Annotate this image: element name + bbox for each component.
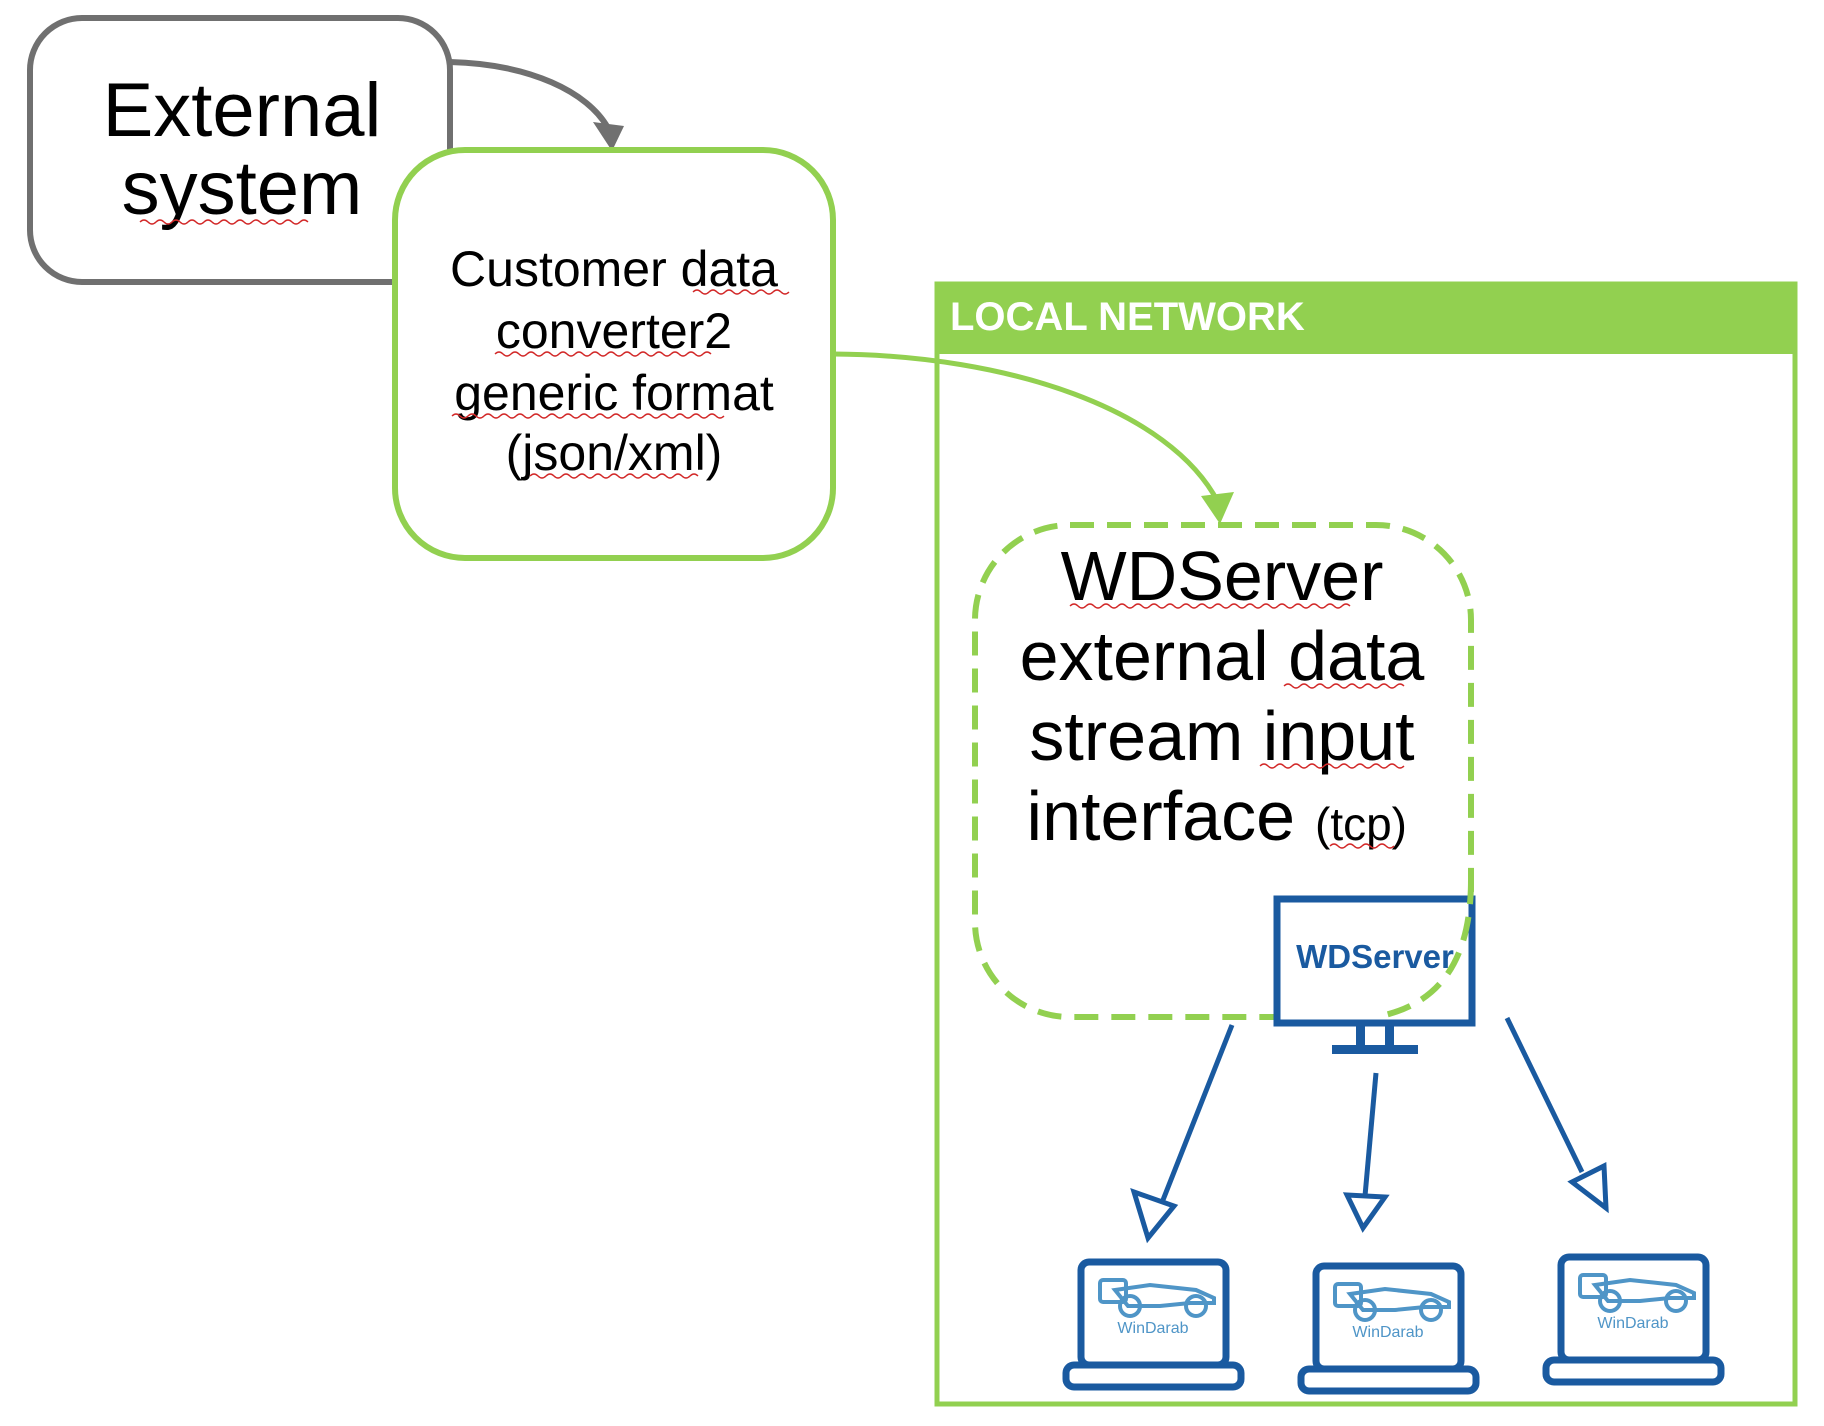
- local-network-container: LOCAL NETWORK: [934, 281, 1798, 1407]
- client-label-1: WinDarab: [1117, 1320, 1188, 1337]
- converter-line-1: Customer data: [450, 241, 778, 297]
- converter-box: Customer data converter2 generic format …: [392, 147, 836, 561]
- external-system-box: External system: [27, 15, 453, 285]
- race-car-icon: [1098, 1278, 1216, 1318]
- interface-line-4: interface: [1027, 777, 1295, 855]
- interface-protocol: (tcp): [1315, 798, 1407, 850]
- local-network-header: [937, 284, 1795, 354]
- arrow-converter-to-interface: [832, 351, 1234, 524]
- spellcheck-underline: [139, 219, 309, 225]
- client-laptop-1: WinDarab: [1062, 1258, 1245, 1391]
- arrow-server-to-client-2: [1342, 1072, 1390, 1233]
- arrow-external-to-converter: [449, 59, 624, 151]
- spellcheck-underline: [1259, 763, 1405, 769]
- spellcheck-underline: [451, 413, 725, 419]
- external-system-line-1: External: [103, 68, 382, 153]
- spellcheck-underline: [1283, 683, 1405, 689]
- local-network-label: LOCAL NETWORK: [950, 295, 1305, 339]
- wdserver-interface-box: WDServer external data stream input inte…: [972, 522, 1474, 1020]
- client-label-2: WinDarab: [1352, 1324, 1423, 1341]
- spellcheck-underline: [529, 473, 699, 479]
- wdserver-monitor: WDServer: [1273, 895, 1476, 1054]
- external-system-line-2: system: [122, 146, 363, 231]
- arrow-server-to-client-1: [1130, 1024, 1235, 1244]
- race-car-icon: [1333, 1282, 1451, 1322]
- converter-line-3: generic format: [454, 365, 774, 421]
- converter-line-4: (json/xml): [506, 425, 723, 481]
- server-label: WDServer: [1296, 938, 1454, 975]
- interface-line-3: stream input: [1029, 697, 1414, 775]
- spellcheck-underline: [692, 289, 790, 295]
- converter-line-2: converter2: [496, 303, 732, 359]
- client-laptop-3: WinDarab: [1542, 1253, 1725, 1386]
- spellcheck-underline: [494, 351, 712, 357]
- interface-line-1: WDServer: [1061, 537, 1384, 615]
- interface-border-overlap: [1375, 879, 1474, 1020]
- interface-line-2: external data: [1020, 617, 1425, 695]
- client-label-3: WinDarab: [1597, 1315, 1668, 1332]
- arrow-server-to-client-3: [1504, 1016, 1609, 1214]
- spellcheck-underline: [1329, 843, 1395, 849]
- client-laptop-2: WinDarab: [1297, 1262, 1480, 1395]
- race-car-icon: [1578, 1273, 1696, 1313]
- spellcheck-underline: [1069, 603, 1351, 609]
